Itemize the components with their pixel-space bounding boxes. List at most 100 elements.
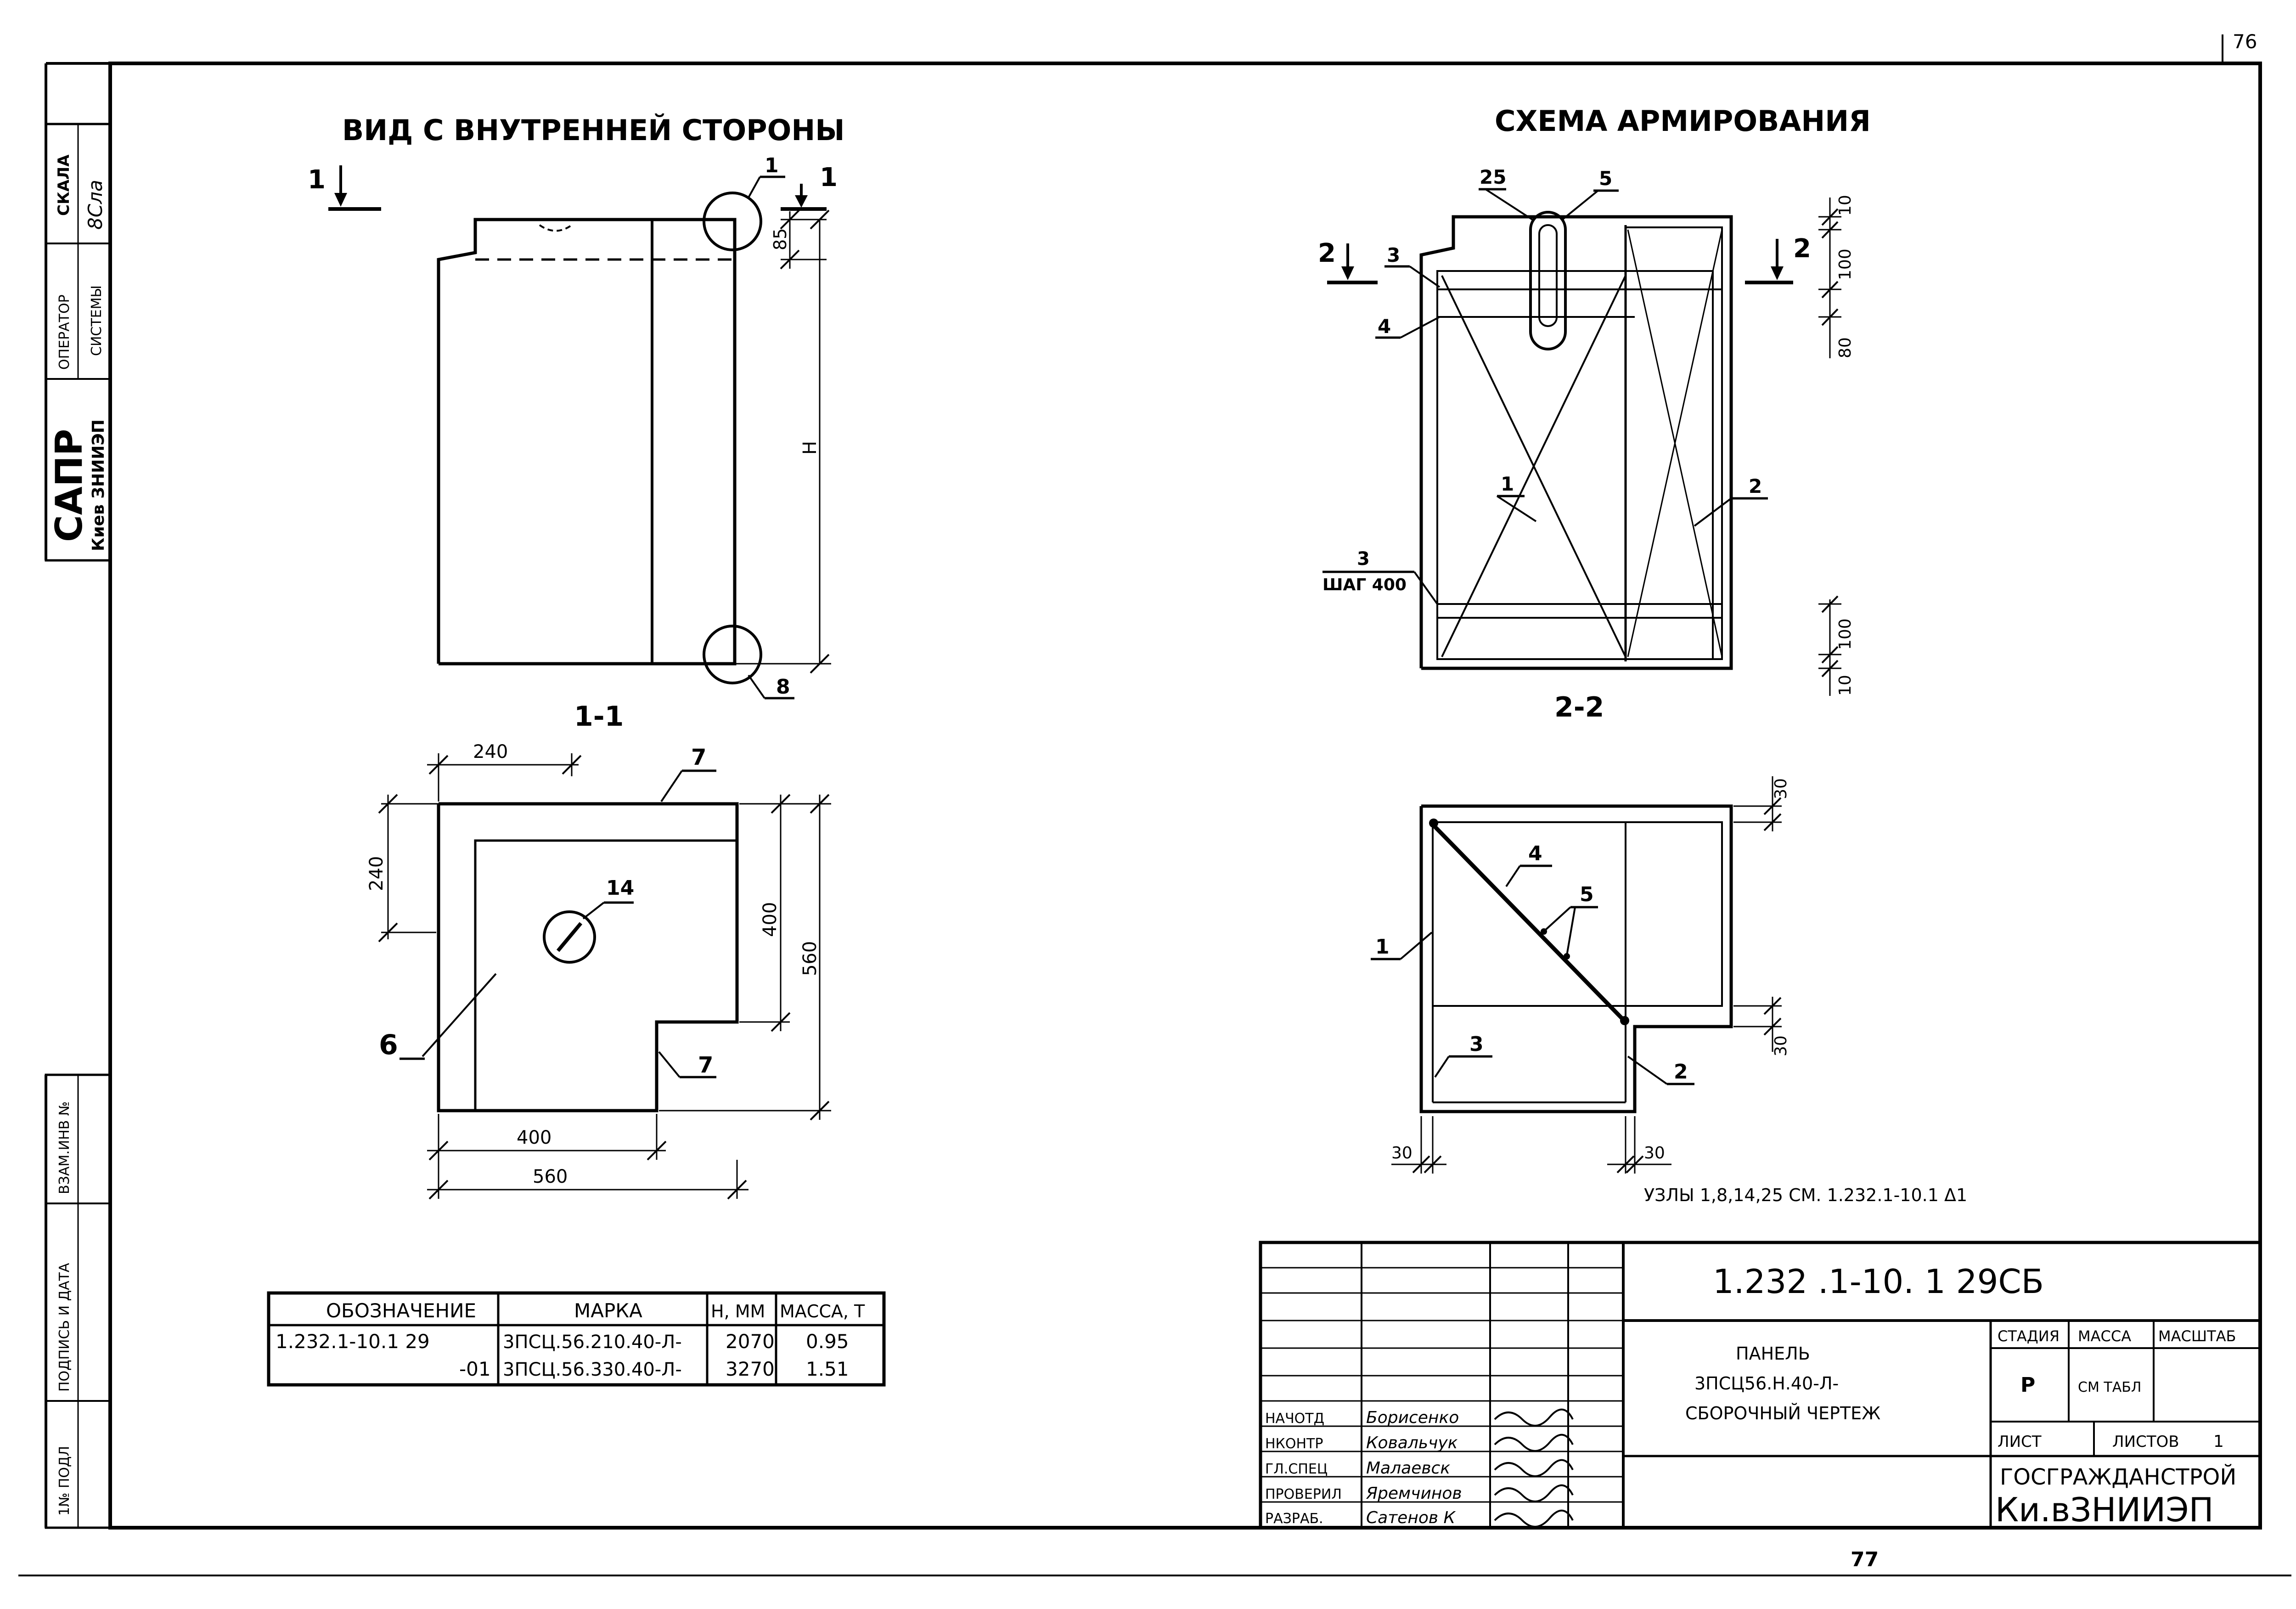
plan1-dim-560-bottom: 560 [427,1160,748,1200]
mass-header: МАССА [2078,1327,2131,1345]
panel-elevation [437,218,737,666]
svg-text:30: 30 [1772,778,1790,799]
spec-cell-1-2: 3270 [726,1358,775,1380]
product-line-1: ПАНЕЛЬ [1736,1344,1810,1364]
plan1-callout-14: 14 [582,876,634,920]
p2-callout-4: 4 [1505,842,1552,887]
plan1-callout-6: 6 [379,973,497,1061]
p2-dim-30-bottom-left: 30 [1391,1116,1446,1174]
svg-text:10: 10 [1836,675,1855,696]
cut-mark-1-left: 1 [308,165,381,211]
stamp-inv: 1№ ПОДЛ [56,1446,73,1516]
callout-8: 8 [748,674,794,700]
view-reinforcement: СХЕМА АРМИРОВАНИЯ 2 2 [1318,104,1871,723]
svg-text:7: 7 [691,745,706,770]
page-number-top: 76 [2233,30,2257,53]
svg-text:2: 2 [1793,234,1811,264]
spec-header-mass: МАССА, Т [780,1301,865,1321]
spec-cell-1-3: 1.51 [806,1358,849,1380]
stamp-skala-signature: 8Сла [84,180,107,230]
product-line-3: СБОРОЧНЫЙ ЧЕРТЕЖ [1685,1403,1880,1423]
svg-text:30: 30 [1391,1144,1412,1163]
v2-callout-3-top: 3 [1384,244,1441,288]
signer-name-3: Яремчинов [1366,1484,1462,1503]
nodes-reference-note: УЗЛЫ 1,8,14,25 СМ. 1.232.1-10.1 Δ1 [1644,1185,1967,1205]
svg-text:4: 4 [1378,315,1391,338]
svg-text:1: 1 [765,154,779,177]
product-line-2: 3ПСЦ56.Н.40-Л- [1694,1373,1839,1394]
p2-dim-30-right: 30 [1733,997,1790,1056]
doc-code: 1.232 .1-10. 1 29СБ [1713,1262,2044,1301]
svg-text:2: 2 [1674,1060,1688,1084]
stage-value: Р [2020,1373,2035,1397]
stamp-sapr: САПР [48,429,90,542]
cut-mark-2-left: 2 [1318,238,1378,284]
dim-h: Н [735,209,831,674]
spec-cell-0-2: 2070 [726,1330,775,1353]
v2-dims-top: 10 100 80 [1818,195,1855,358]
v2-dims-bottom: 100 10 [1818,595,1855,696]
org-line-2: Ки.вЗНИИЭП [1995,1490,2214,1529]
sheets-count: 1 [2213,1432,2224,1451]
spec-header-designation: ОБОЗНАЧЕНИЕ [326,1299,476,1322]
signer-name-4: Сатенов К [1366,1508,1456,1527]
svg-text:80: 80 [1836,337,1855,358]
svg-text:400: 400 [760,902,781,937]
plan1-dim-240-left: 240 [366,794,439,943]
p2-dim-30-top: 30 [1733,776,1790,831]
spec-cell-1-1: 3ПСЦ.56.330.40-Л- [503,1359,682,1380]
reinforcement-outline [1419,215,1733,670]
svg-text:1: 1 [820,163,838,192]
spec-table: ОБОЗНАЧЕНИЕ МАРКА Н, ММ МАССА, Т 1.232.1… [267,1291,886,1387]
signer-role-1: НКОНТР [1265,1436,1323,1452]
svg-text:30: 30 [1644,1144,1665,1163]
v2-callout-1: 1 [1496,473,1537,522]
node-circle-14 [543,910,596,964]
plan-section-1: 14 7 7 6 240 [366,741,831,1200]
signer-role-3: ПРОВЕРИЛ [1265,1486,1342,1502]
signer-role-2: ГЛ.СПЕЦ [1265,1461,1328,1477]
plan1-dim-240-top: 240 [427,741,582,802]
svg-text:3: 3 [1469,1033,1484,1056]
svg-text:2: 2 [1749,475,1762,497]
mass-value: СМ ТАБЛ [2078,1379,2141,1395]
spec-cell-0-1: 3ПСЦ.56.210.40-Л- [503,1332,682,1353]
svg-text:ШАГ 400: ШАГ 400 [1322,576,1407,594]
svg-text:85: 85 [770,228,790,250]
signature-scribbles [1494,1408,1574,1528]
view1-title: ВИД С ВНУТРЕННЕЙ СТОРОНЫ [342,113,844,147]
svg-text:240: 240 [366,856,387,891]
sheets-label: ЛИСТОВ [2112,1433,2179,1451]
signer-name-2: Малаевск [1366,1459,1450,1478]
stamp-vzam: ВЗАМ.ИНВ № [56,1101,73,1194]
svg-text:7: 7 [698,1052,713,1078]
title-block: НАЧОТД Борисенко НКОНТР Ковальчук ГЛ.СПЕ… [1259,1241,2262,1530]
section-label-1-1: 1-1 [574,700,624,733]
stage-header: СТАДИЯ [1998,1327,2060,1345]
svg-text:1: 1 [1375,935,1390,959]
svg-text:4: 4 [1528,842,1542,865]
p2-dim-30-bottom-right: 30 [1607,1116,1671,1174]
stamp-operator: ОПЕРАТОР [56,294,73,370]
svg-text:5: 5 [1599,167,1612,190]
cut-mark-2-right: 2 [1745,234,1811,284]
svg-text:560: 560 [799,941,821,976]
stamp-systems: СИСТЕМЫ [89,285,105,356]
v2-callout-25: 25 [1479,166,1535,221]
side-stamp: СКАЛА 8Сла ОПЕРАТОР СИСТЕМЫ САПР Киев ЗН… [45,123,112,1529]
svg-text:1: 1 [308,165,326,195]
p2-callout-2: 2 [1627,1056,1694,1085]
signer-role-4: РАЗРАБ. [1265,1511,1323,1527]
spec-cell-0-3: 0.95 [806,1330,849,1353]
svg-text:100: 100 [1836,248,1855,280]
spec-header-mark: МАРКА [574,1299,642,1322]
spec-cell-1-0: -01 [459,1358,491,1380]
signer-name-0: Борисенко [1366,1408,1459,1427]
svg-text:14: 14 [606,876,634,900]
svg-text:25: 25 [1480,166,1506,188]
v2-callout-3-step: 3 ШАГ 400 [1322,548,1438,605]
node-circle-1 [703,192,762,251]
dim-85: 85 [770,209,827,270]
v2-callout-2: 2 [1694,475,1768,527]
svg-text:560: 560 [533,1166,568,1187]
